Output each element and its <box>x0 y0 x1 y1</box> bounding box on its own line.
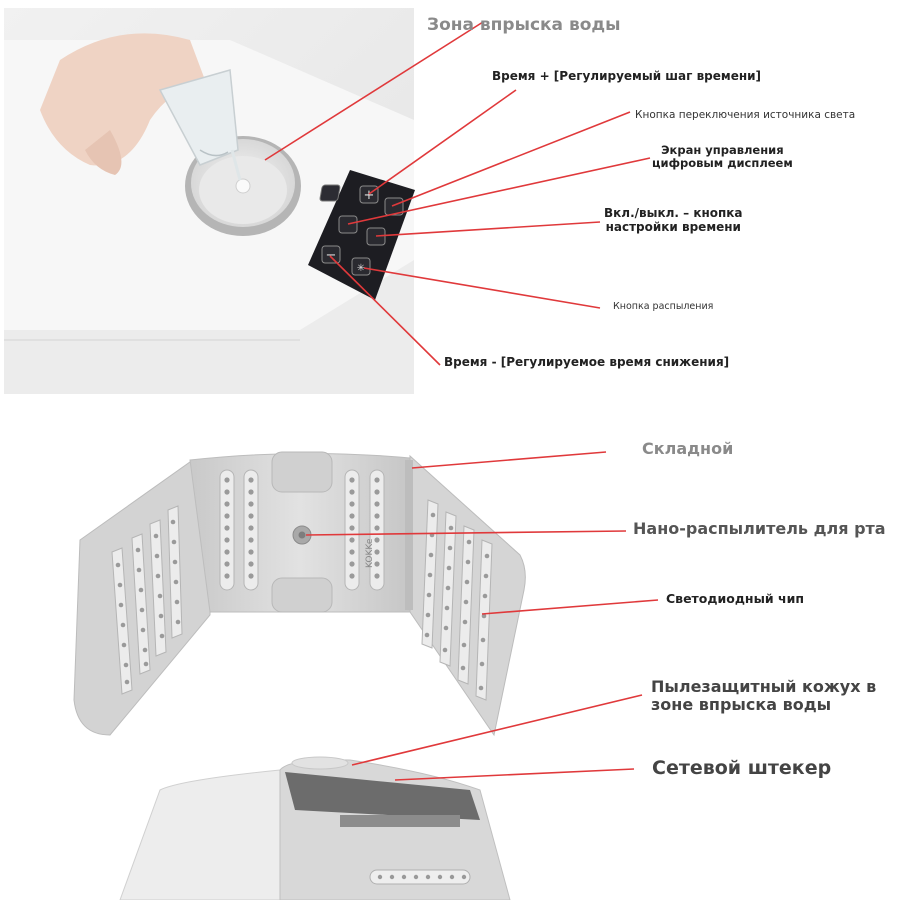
label-dust-cover-line1: Пылезащитный кожух в <box>651 677 877 696</box>
top-device-photo <box>4 8 415 394</box>
label-foldable: Складной <box>642 439 734 458</box>
bottom-device-view <box>119 756 511 900</box>
label-light-switch: Кнопка переключения источника света <box>635 109 856 121</box>
brand-text: KOKKe <box>365 538 375 568</box>
label-power-plug: Сетевой штекер <box>652 757 832 779</box>
svg-text:✳: ✳ <box>357 263 365 274</box>
label-dust-cover-line2: зоне впрыска воды <box>651 695 832 715</box>
label-display-screen-line1: Экран управления <box>661 143 784 157</box>
led-dots <box>115 477 490 691</box>
label-spray-button: Кнопка распыления <box>613 301 714 312</box>
pointer-lines <box>264 21 659 781</box>
label-time-plus: Время + [Регулируемый шаг времени] <box>492 69 762 83</box>
label-nano-sprayer: Нано-распылитель для рта <box>633 519 886 538</box>
label-water-zone: Зона впрыска воды <box>427 15 621 35</box>
label-power-button-line2: настройки времени <box>605 219 741 234</box>
label-display-screen-line2: цифровым дисплеем <box>652 156 793 171</box>
label-led-chip: Светодиодный чип <box>666 591 804 606</box>
label-display-screen: Экран управления цифровым дисплеем <box>652 143 793 171</box>
label-power-button: Вкл./выкл. – кнопка настройки времени <box>604 206 743 235</box>
label-time-minus: Время - [Регулируемое время снижения] <box>444 355 730 369</box>
label-power-button-line1: Вкл./выкл. – кнопка <box>604 206 743 220</box>
svg-text:+: + <box>364 188 375 203</box>
foldable-led-device <box>73 451 526 737</box>
control-buttons: + − ✳ <box>321 185 404 276</box>
label-dust-cover: Пылезащитный кожух в зоне впрыска воды <box>651 677 877 715</box>
svg-text:−: − <box>326 248 337 263</box>
